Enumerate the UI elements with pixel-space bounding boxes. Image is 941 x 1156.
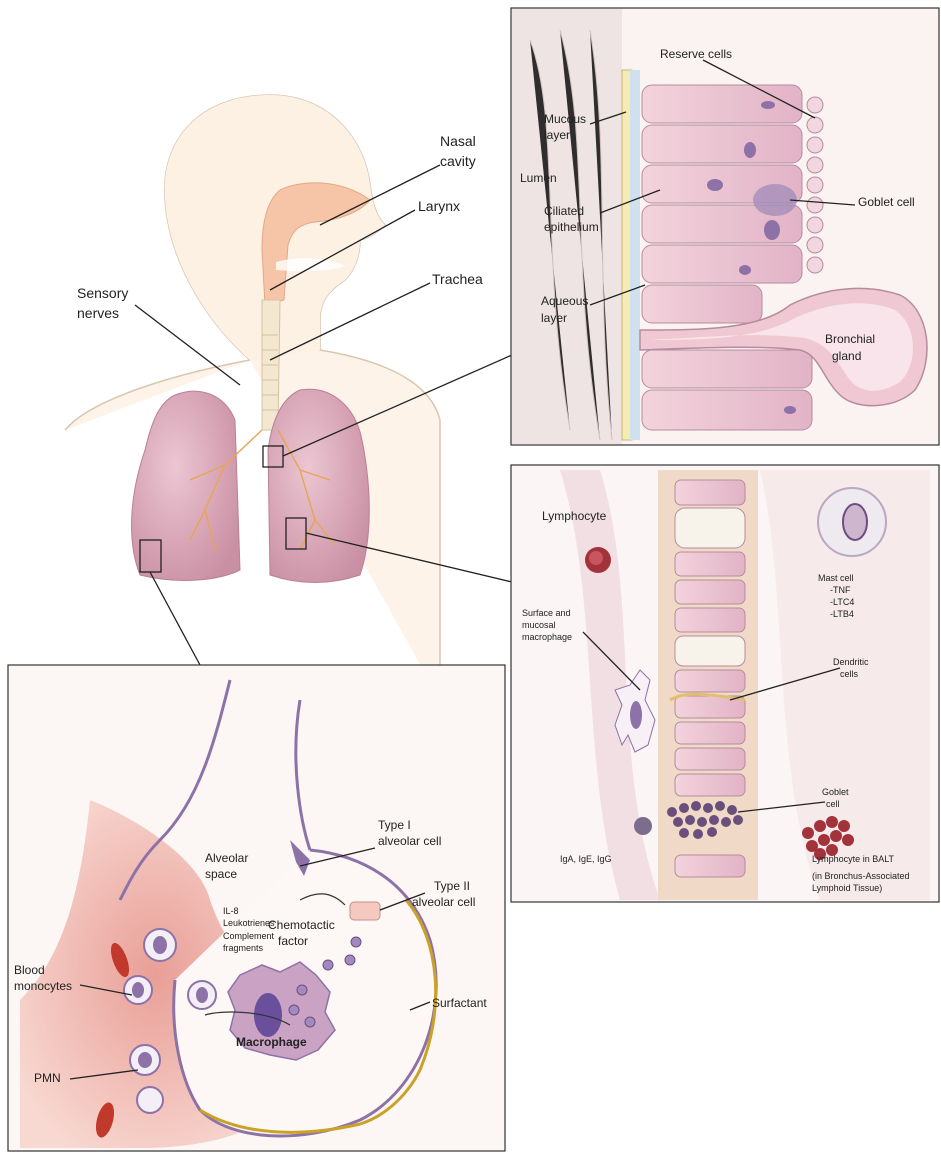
goblet-cell-label: Goblet cell	[858, 195, 915, 209]
airway-immunity-panel: Lymphocyte Mast cell -TNF -LTC4 -LTB4 Su…	[511, 465, 939, 902]
left-lung	[268, 389, 369, 582]
airway-epithelium-panel: Reserve cells Mucous layer Lumen Goblet …	[511, 8, 939, 445]
immunoglobulins-label: IgA, IgE, IgG	[560, 854, 612, 864]
nasal-cavity-label: Nasal cavity	[440, 133, 480, 169]
reserve-cells-label: Reserve cells	[660, 47, 732, 61]
right-lung	[132, 391, 240, 580]
surfactant-label: Surfactant	[432, 996, 487, 1010]
pmn-label: PMN	[34, 1071, 61, 1085]
lymphocyte-label: Lymphocyte	[542, 509, 607, 523]
trachea-label: Trachea	[432, 271, 483, 287]
lumen-label: Lumen	[520, 171, 557, 185]
larynx-label: Larynx	[418, 198, 460, 214]
sensory-nerves-label: Sensory nerves	[77, 285, 132, 321]
macrophage-label: Macrophage	[236, 1035, 307, 1049]
alveolus-panel: Type I alveolar cell Alveolar space Type…	[8, 665, 505, 1151]
ciliated-columns	[642, 85, 812, 430]
reserve-cells	[807, 97, 823, 273]
overview-figure: Nasal cavity Larynx Trachea Sensory nerv…	[65, 95, 512, 700]
type2-cell	[350, 902, 380, 920]
